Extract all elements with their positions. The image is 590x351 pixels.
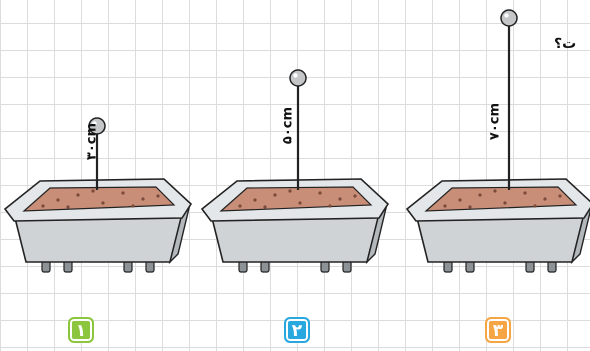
question-fragment: ت؟ (554, 36, 576, 52)
soil-speck-3-10 (468, 205, 471, 208)
soil-speck-3-2 (478, 193, 481, 196)
soil-speck-3-1 (458, 198, 461, 201)
pot-badge-2: ۲ (284, 317, 310, 343)
soil-speck-1-8 (91, 189, 94, 192)
height-label-3: ۷۰cm (488, 92, 503, 152)
soil-speck-1-4 (121, 191, 124, 194)
soil-speck-2-6 (238, 204, 241, 207)
ball-2 (290, 70, 306, 86)
soil-speck-1-3 (101, 201, 104, 204)
height-label-1: ۳۰cm (85, 112, 100, 172)
soil-speck-2-8 (288, 189, 291, 192)
height-label-2: ۵۰cm (281, 96, 296, 156)
soil-speck-2-5 (338, 197, 341, 200)
soil-speck-1-5 (141, 197, 144, 200)
soil-speck-2-9 (328, 204, 331, 207)
ball-highlight-2 (293, 73, 297, 77)
soil-speck-3-6 (443, 204, 446, 207)
soil-speck-3-5 (543, 197, 546, 200)
soil-speck-2-10 (263, 205, 266, 208)
soil-speck-1-10 (66, 205, 69, 208)
soil-speck-1-1 (56, 198, 59, 201)
ball-3 (501, 10, 517, 26)
soil-speck-2-4 (318, 191, 321, 194)
pot-badge-1: ۱ (68, 317, 94, 343)
soil-speck-2-7 (353, 194, 356, 197)
soil-speck-3-3 (503, 201, 506, 204)
soil-speck-3-7 (558, 194, 561, 197)
soil-speck-1-7 (156, 194, 159, 197)
soil-speck-1-2 (76, 193, 79, 196)
soil-speck-1-9 (131, 204, 134, 207)
pot-badge-3: ۳ (485, 317, 511, 343)
soil-speck-3-9 (533, 204, 536, 207)
soil-speck-3-8 (493, 189, 496, 192)
ball-highlight-3 (504, 13, 508, 17)
soil-speck-2-3 (298, 201, 301, 204)
soil-speck-2-1 (253, 198, 256, 201)
soil-speck-3-4 (523, 191, 526, 194)
soil-speck-2-2 (273, 193, 276, 196)
soil-speck-1-6 (41, 204, 44, 207)
